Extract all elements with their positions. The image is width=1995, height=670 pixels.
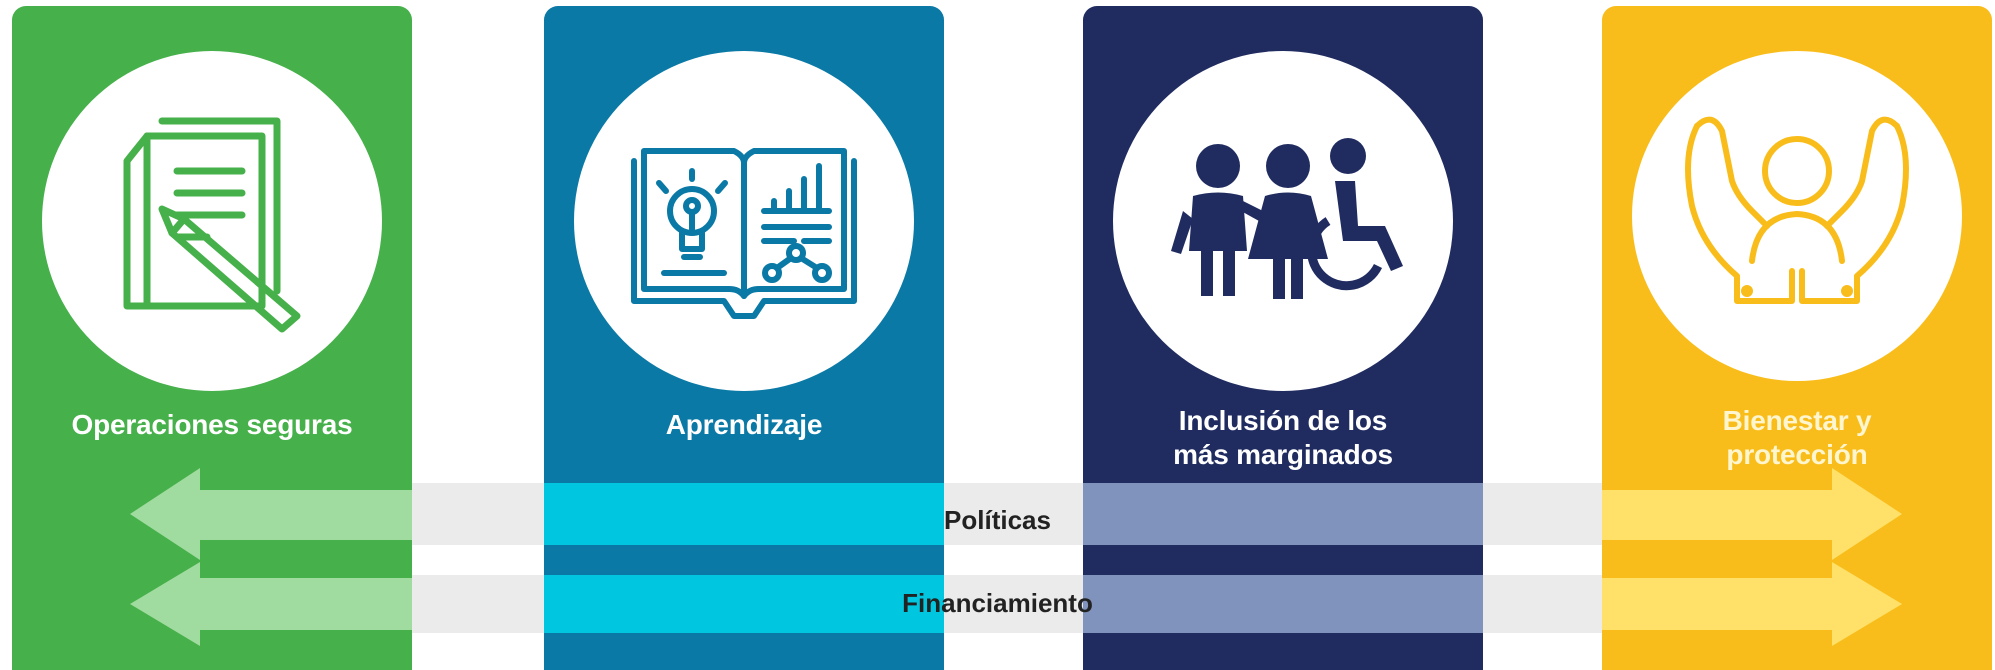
icon-circle — [1632, 51, 1962, 381]
band-financiamiento-label: Financiamiento — [902, 588, 1093, 618]
icon-circle — [574, 51, 914, 391]
icon-circle — [42, 51, 382, 391]
band-politicas-label: Políticas — [944, 505, 1051, 535]
children-wheelchair-icon — [1171, 138, 1403, 299]
pillar-label: Aprendizaje — [665, 409, 823, 440]
pillar-operaciones-seguras: Operaciones seguras — [12, 6, 412, 670]
pillar-bienestar: Bienestar y protección — [1602, 6, 1992, 670]
document-pencil-icon — [123, 117, 301, 333]
icon-circle — [1113, 51, 1453, 391]
pillar-inclusion: Inclusión de los más marginados — [1083, 6, 1483, 670]
pillar-aprendizaje: Aprendizaje — [544, 6, 944, 670]
pillar-label: Inclusión de los más marginados — [1173, 405, 1393, 470]
open-book-lightbulb-icon — [631, 148, 857, 319]
hands-person-icon — [1685, 116, 1909, 304]
pillar-label: Bienestar y protección — [1722, 405, 1872, 470]
pillar-label: Operaciones seguras — [71, 409, 353, 440]
